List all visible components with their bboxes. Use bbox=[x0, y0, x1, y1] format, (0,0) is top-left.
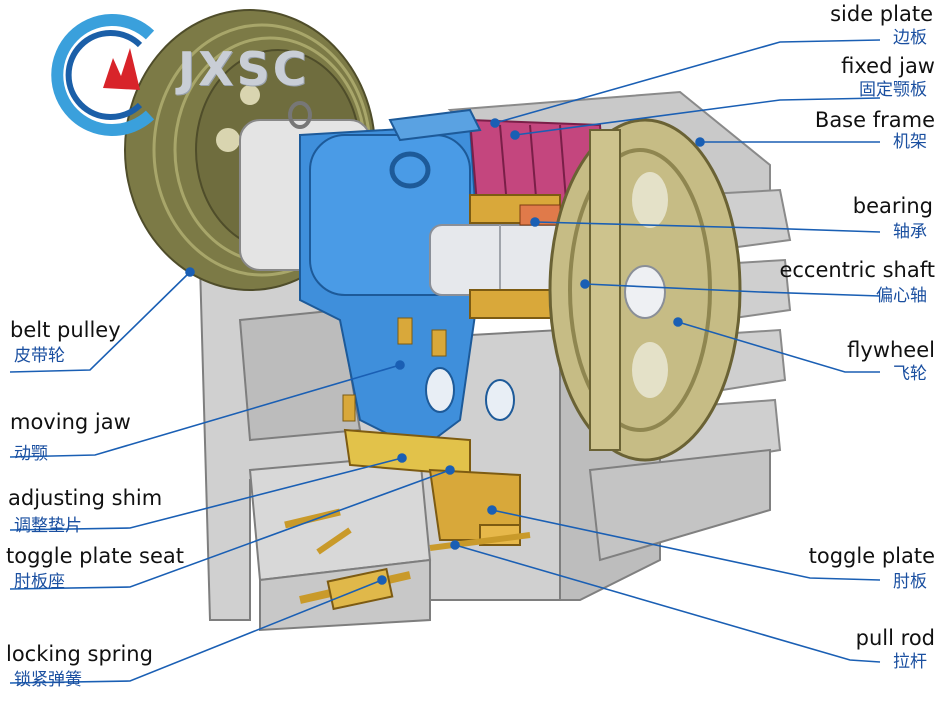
label-belt-pulley-en: belt pulley bbox=[10, 318, 121, 342]
label-toggle-plate-en: toggle plate bbox=[808, 544, 935, 568]
label-eccentric-shaft-zh: 偏心轴 bbox=[876, 286, 927, 306]
label-fixed-jaw-en: fixed jaw bbox=[841, 54, 935, 78]
label-adjusting-shim-zh: 调整垫片 bbox=[14, 516, 82, 536]
label-base-frame-en: Base frame bbox=[814, 108, 935, 132]
leader-lines bbox=[9, 39, 881, 684]
label-flywheel-zh: 飞轮 bbox=[893, 364, 927, 384]
label-locking-spring-en: locking spring bbox=[6, 642, 153, 666]
label-bearing-zh: 轴承 bbox=[893, 222, 927, 242]
label-moving-jaw-en: moving jaw bbox=[10, 410, 131, 434]
label-belt-pulley-zh: 皮带轮 bbox=[14, 346, 65, 366]
label-bearing-en: bearing bbox=[852, 194, 933, 218]
label-base-frame-zh: 机架 bbox=[893, 132, 927, 152]
label-toggle-plate-seat-zh: 肘板座 bbox=[14, 572, 65, 592]
label-fixed-jaw-zh: 固定颚板 bbox=[859, 80, 927, 100]
label-side-plate-zh: 边板 bbox=[893, 28, 927, 48]
label-locking-spring-zh: 锁紧弹簧 bbox=[14, 670, 82, 690]
label-eccentric-shaft-en: eccentric shaft bbox=[779, 258, 935, 282]
flywheel bbox=[548, 118, 742, 462]
label-toggle-plate-seat-en: toggle plate seat bbox=[6, 544, 184, 568]
side-plate bbox=[388, 108, 482, 142]
jxsc-logo bbox=[51, 14, 155, 136]
label-moving-jaw-zh: 动颚 bbox=[14, 444, 48, 464]
label-pull-rod-zh: 拉杆 bbox=[893, 652, 927, 672]
label-adjusting-shim-en: adjusting shim bbox=[8, 486, 163, 510]
logo-text: JXSC bbox=[178, 42, 310, 96]
bearings bbox=[469, 194, 561, 319]
label-pull-rod-en: pull rod bbox=[855, 626, 935, 650]
label-side-plate-en: side plate bbox=[830, 2, 933, 26]
label-flywheel-en: flywheel bbox=[847, 338, 935, 362]
label-toggle-plate-zh: 肘板 bbox=[893, 572, 927, 592]
